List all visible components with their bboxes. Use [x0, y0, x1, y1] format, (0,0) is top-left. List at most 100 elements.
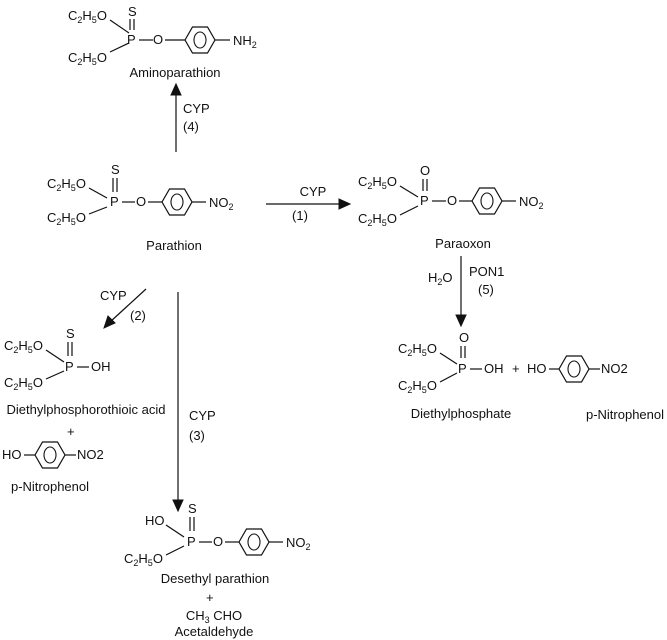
bond-line [88, 187, 108, 199]
reaction-arrow-1: CYP (1) [266, 184, 352, 223]
compound-name: Acetaldehyde [175, 624, 254, 639]
reaction-number: (1) [292, 208, 308, 223]
sulfur-atom: S [128, 4, 137, 19]
reaction-arrow-3: CYP (3) [172, 292, 216, 513]
ethoxy-label: C2H5O [358, 211, 397, 228]
diethylphosphate-structure: C2H5O C2H5O O P OH + Diethylphosphate [398, 330, 520, 421]
arrowhead-icon [338, 198, 352, 210]
phosphorus-atom: P [187, 534, 196, 549]
arrow-line [109, 288, 147, 323]
bond-line [109, 42, 130, 53]
hydroxyl-group: HO [145, 513, 165, 528]
aminoparathion-structure: C2H5O C2H5O S P O NH2 Aminoparathion [68, 4, 257, 80]
bond-line [45, 370, 65, 380]
phosphorus-atom: P [110, 194, 119, 209]
nitro-group: NO2 [601, 361, 628, 376]
oxygen-atom: O [447, 193, 457, 208]
hydroxyl-group: HO [527, 361, 547, 376]
arrowhead-icon [172, 499, 184, 513]
ethoxy-label: C2H5O [358, 174, 397, 191]
enzyme-label: PON1 [469, 264, 504, 279]
hydroxyl-group: OH [91, 359, 111, 374]
compound-name: Paraoxon [435, 236, 491, 251]
bond-line [165, 524, 185, 538]
reaction-arrow-4: CYP (4) [170, 82, 210, 152]
ethoxy-label: C2H5O [4, 338, 43, 355]
bond-line [109, 19, 130, 34]
reaction-arrow-2: CYP (2) [100, 288, 147, 329]
compound-name: Diethylphosphate [411, 406, 511, 421]
compound-name: p-Nitrophenol [586, 407, 664, 422]
ethoxy-label: C2H5O [47, 176, 86, 193]
oxygen-atom: O [459, 330, 469, 345]
paraoxon-structure: C2H5O C2H5O O P O NO2 Paraoxon [358, 163, 544, 251]
nitro-group: NO2 [286, 535, 311, 552]
ethoxy-label: C2H5O [68, 50, 107, 67]
bond-line [439, 352, 458, 365]
reaction-arrow-5: H2O PON1 (5) [428, 256, 504, 328]
enzyme-label: CYP [183, 101, 210, 116]
hydroxyl-group: OH [484, 361, 504, 376]
nitro-group: NO2 [209, 195, 234, 212]
ethoxy-label: C2H5O [398, 378, 437, 395]
p-nitrophenol-left-structure: HO NO2 p-Nitrophenol [2, 441, 104, 494]
ethoxy-label: C2H5O [4, 375, 43, 392]
p-nitrophenol-right-structure: HO NO2 p-Nitrophenol [527, 355, 664, 422]
plus-sign: + [67, 424, 75, 439]
benzene-ring [34, 441, 66, 469]
arrowhead-icon [170, 82, 182, 96]
reaction-number: (5) [478, 282, 494, 297]
phosphorus-atom: P [420, 193, 429, 208]
compound-name: Aminoparathion [129, 65, 220, 80]
bond-line [45, 349, 65, 363]
reaction-number: (2) [130, 308, 146, 323]
plus-sign: + [206, 590, 214, 605]
bond-line [399, 185, 419, 198]
desethyl-parathion-structure: HO C2H5O S P O NO2 Desethyl parathion + … [124, 501, 311, 639]
bond-line [165, 545, 185, 556]
ethoxy-label: C2H5O [398, 341, 437, 358]
arrowhead-icon [455, 314, 467, 328]
nitro-group: NO2 [519, 194, 544, 211]
reaction-number: (4) [183, 119, 199, 134]
compound-name: Parathion [146, 238, 202, 253]
bond-line [88, 206, 108, 215]
plus-sign: + [512, 361, 520, 376]
oxygen-atom: O [153, 32, 163, 47]
bond-line [439, 372, 458, 383]
ethoxy-label: C2H5O [124, 551, 163, 568]
compound-name: p-Nitrophenol [11, 479, 89, 494]
reagent-label: H2O [428, 270, 453, 287]
phosphorus-atom: P [65, 359, 74, 374]
reaction-number: (3) [189, 428, 205, 443]
parathion-structure: C2H5O C2H5O S P O NO2 Parathion [47, 162, 234, 253]
sulfur-atom: S [66, 326, 75, 341]
sulfur-atom: S [188, 501, 197, 516]
diethylphosphorothioic-acid-structure: C2H5O C2H5O S P OH Diethylphosphorothioi… [4, 326, 165, 439]
compound-name: Diethylphosphorothioic acid [7, 402, 166, 417]
benzene-ring [161, 188, 193, 216]
benzene-ring [558, 355, 590, 383]
amino-group: NH2 [233, 33, 257, 50]
benzene-ring [238, 528, 270, 556]
sulfur-atom: S [111, 162, 120, 177]
bond-line [399, 205, 419, 216]
phosphorus-atom: P [458, 361, 467, 376]
enzyme-label: CYP [100, 288, 127, 303]
benzene-ring [184, 26, 216, 54]
phosphorus-atom: P [127, 32, 136, 47]
ethoxy-label: C2H5O [68, 8, 107, 25]
oxygen-atom: O [213, 534, 223, 549]
enzyme-label: CYP [300, 184, 327, 199]
enzyme-label: CYP [189, 408, 216, 423]
ethoxy-label: C2H5O [47, 210, 86, 227]
nitro-group: NO2 [77, 447, 104, 462]
arrowhead-icon [103, 315, 116, 329]
oxygen-atom: O [136, 194, 146, 209]
oxygen-atom: O [420, 163, 430, 178]
compound-name: Desethyl parathion [161, 571, 269, 586]
acetaldehyde-formula: CH3 CHO [186, 608, 242, 625]
benzene-ring [471, 187, 503, 215]
hydroxyl-group: HO [2, 447, 22, 462]
